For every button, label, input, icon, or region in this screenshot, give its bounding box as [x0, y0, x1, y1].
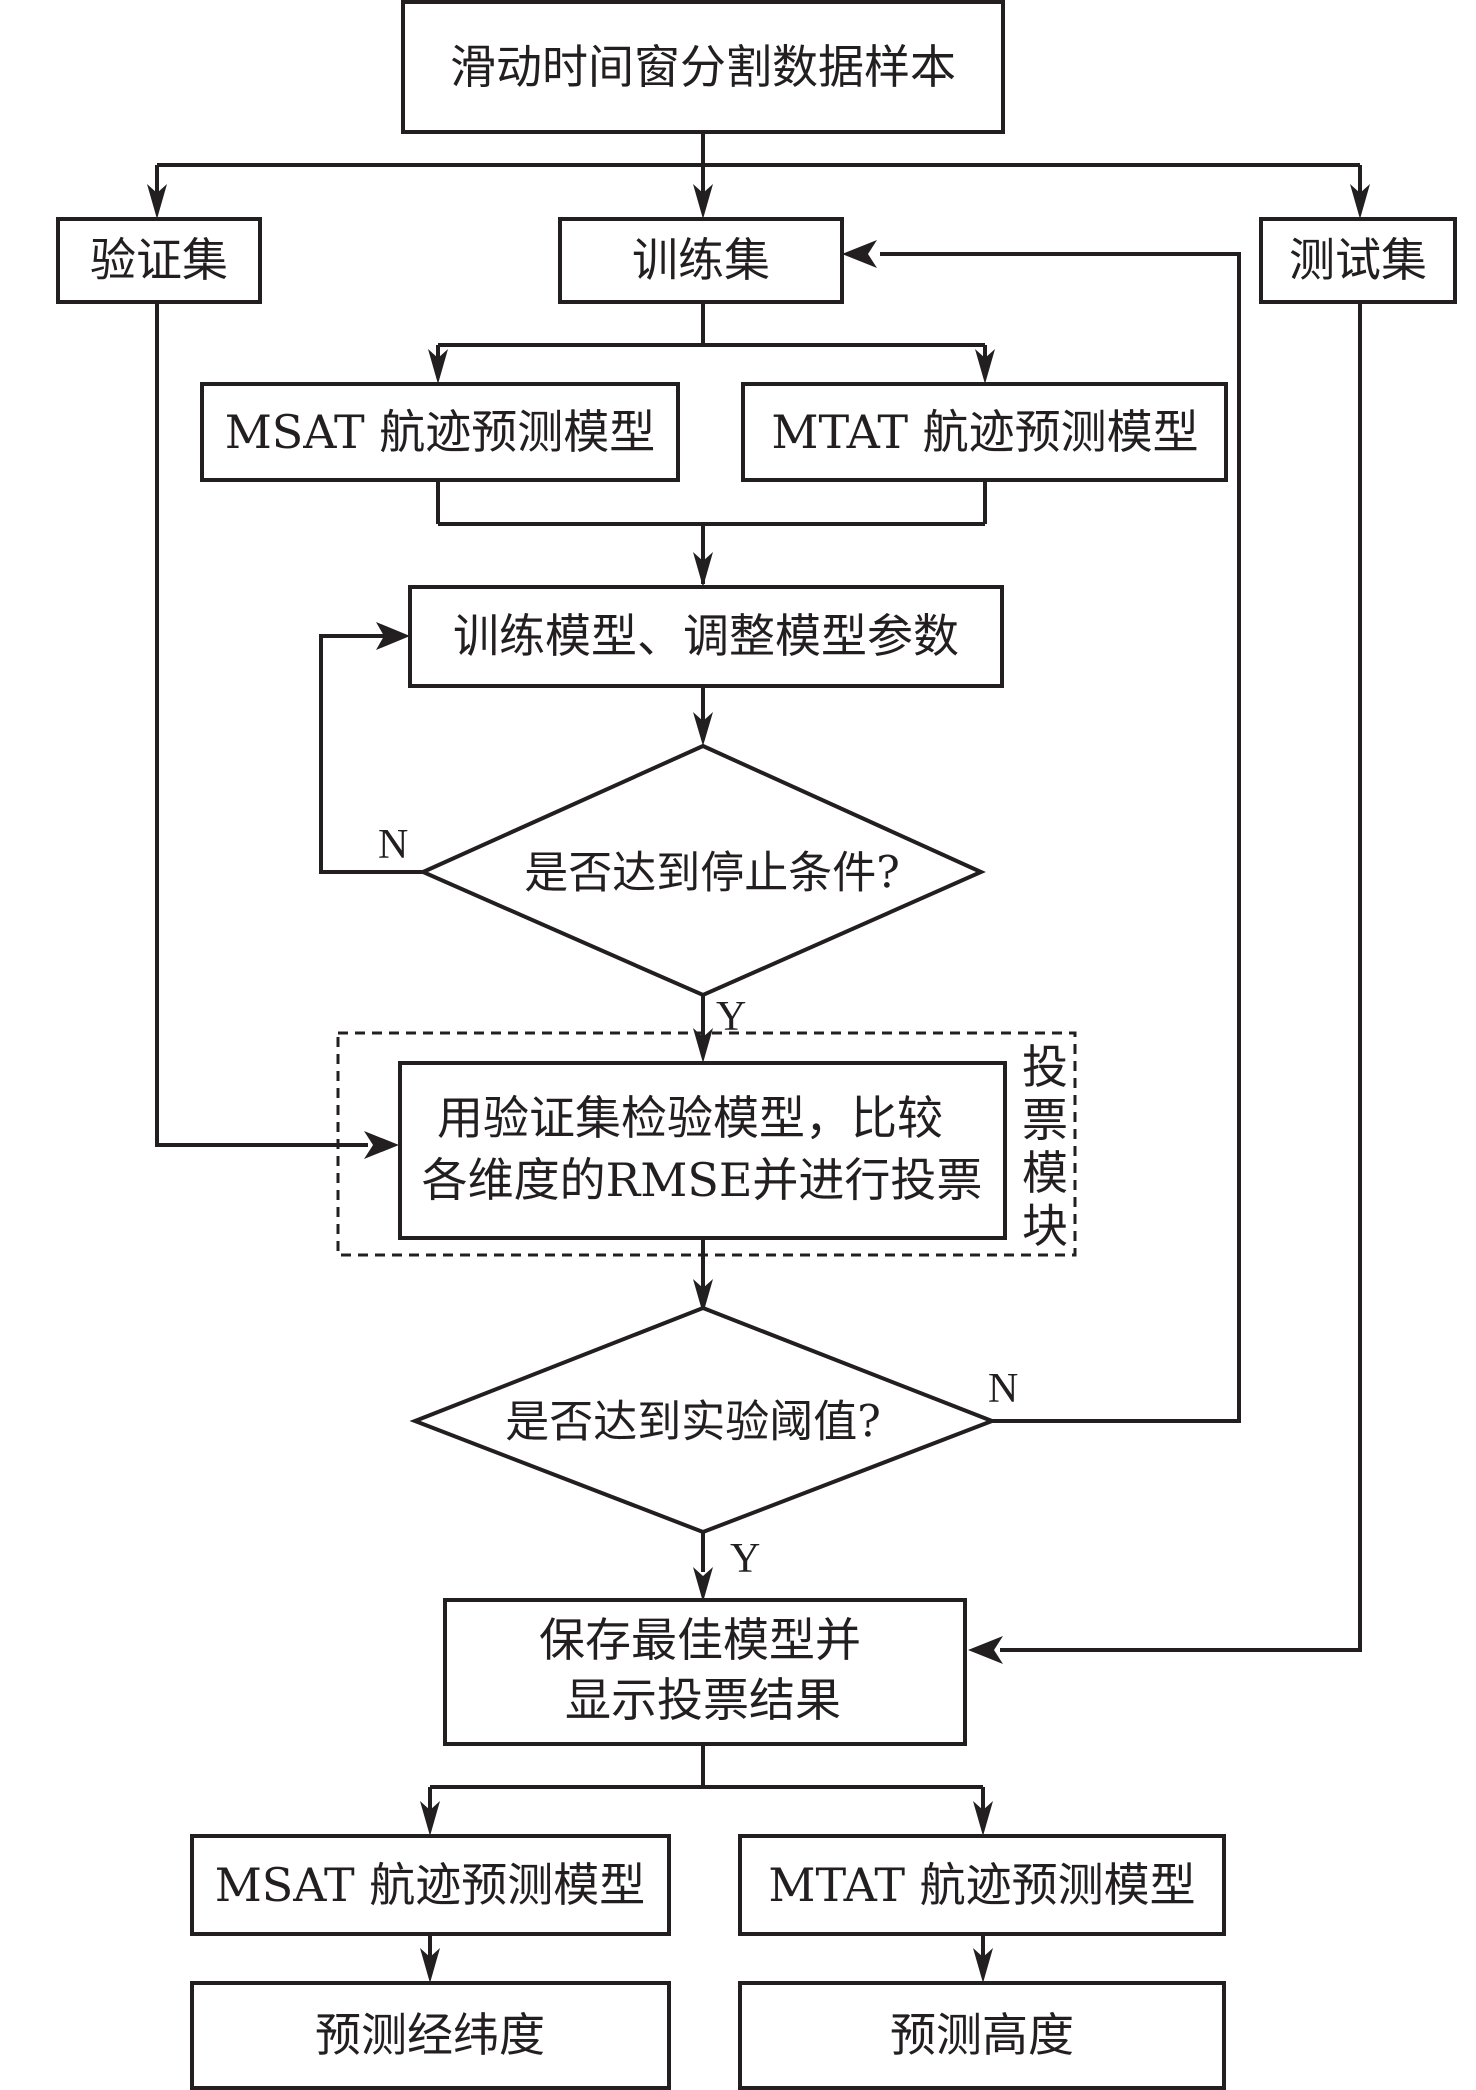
decision-threshold-yes-label: Y	[730, 1536, 760, 1582]
voting-module-region: 投 票 模 块	[336, 1031, 1077, 1257]
node-test-set-label: 测试集	[1289, 233, 1427, 287]
connector-validation-to-validate	[155, 302, 368, 1147]
node-validation-set-label: 验证集	[90, 233, 228, 287]
node-training-set-label: 训练集	[632, 233, 770, 287]
node-decision-stop-label: 是否达到停止条件?	[524, 848, 900, 899]
node-validate-vote: 用验证集检验模型，比较 各维度的RMSE并进行投票	[398, 1061, 1007, 1240]
connector-test-to-save	[1000, 302, 1362, 1652]
node-save-line1: 保存最佳模型并	[539, 1613, 861, 1667]
decision-threshold-no-label: N	[988, 1366, 1018, 1412]
connector-no-loop-threshold	[880, 252, 1241, 1423]
node-msat-model-top-label: MSAT 航迹预测模型	[225, 405, 656, 459]
arrowhead-decision-stop	[693, 712, 713, 746]
node-predict-latlon-label: 预测经纬度	[315, 2008, 545, 2062]
node-mtat-model-top-label: MTAT 航迹预测模型	[771, 405, 1198, 459]
node-mtat-model-top: MTAT 航迹预测模型	[741, 382, 1228, 482]
arrowhead-save-top	[693, 1567, 713, 1602]
node-decision-threshold: 是否达到实验阈值?	[409, 1305, 998, 1535]
voting-module-char-3: 模	[1022, 1146, 1068, 1200]
node-validate-vote-line1: 用验证集检验模型，比较	[437, 1091, 943, 1145]
arrowhead-train-tune-loop	[376, 622, 410, 650]
arrowhead-msat-top	[428, 349, 448, 384]
arrowhead-training	[693, 184, 713, 219]
voting-module-char-4: 块	[1022, 1199, 1068, 1253]
arrowheads	[147, 184, 1370, 1983]
arrowhead-validation	[147, 184, 167, 219]
connector-no-loop-stop	[319, 634, 423, 874]
node-start-label: 滑动时间窗分割数据样本	[450, 40, 956, 94]
node-train-tune: 训练模型、调整模型参数	[408, 585, 1004, 688]
arrowhead-mtat-bottom	[973, 1801, 993, 1836]
node-test-set: 测试集	[1259, 217, 1457, 304]
voting-module-char-2: 票	[1022, 1093, 1068, 1147]
voting-module-char-1: 投	[1022, 1040, 1068, 1094]
node-decision-threshold-label: 是否达到实验阈值?	[505, 1397, 881, 1448]
node-msat-model-top: MSAT 航迹预测模型	[200, 382, 680, 482]
node-decision-stop: 是否达到停止条件?	[418, 743, 986, 998]
arrowhead-validate-top	[693, 1028, 713, 1063]
decision-stop-no-label: N	[378, 822, 408, 868]
node-msat-model-bottom-label: MSAT 航迹预测模型	[215, 1858, 646, 1912]
arrowhead-validate-left	[364, 1131, 399, 1159]
arrowhead-test	[1350, 184, 1370, 219]
arrowhead-save-right	[968, 1636, 1003, 1664]
arrowhead-latlon	[420, 1948, 440, 1983]
node-mtat-model-bottom: MTAT 航迹预测模型	[738, 1834, 1226, 1936]
arrowhead-threshold-top	[693, 1279, 713, 1314]
node-training-set: 训练集	[558, 217, 844, 304]
node-save-line2: 显示投票结果	[565, 1673, 841, 1727]
arrowhead-msat-bottom	[420, 1801, 440, 1836]
arrowhead-mtat-top	[975, 349, 995, 384]
node-predict-latlon: 预测经纬度	[190, 1981, 671, 2090]
node-save-best-model: 保存最佳模型并 显示投票结果	[443, 1598, 967, 1746]
node-predict-altitude: 预测高度	[738, 1981, 1226, 2090]
node-start: 滑动时间窗分割数据样本	[401, 0, 1005, 134]
node-train-tune-label: 训练模型、调整模型参数	[453, 609, 959, 663]
node-mtat-model-bottom-label: MTAT 航迹预测模型	[768, 1858, 1195, 1912]
arrowhead-train-tune	[693, 552, 713, 587]
node-predict-altitude-label: 预测高度	[890, 2008, 1074, 2062]
arrowhead-altitude	[973, 1948, 993, 1983]
arrowhead-training-feedback	[842, 240, 877, 268]
node-validate-vote-line2: 各维度的RMSE并进行投票	[422, 1153, 983, 1207]
node-msat-model-bottom: MSAT 航迹预测模型	[190, 1834, 671, 1936]
node-validation-set: 验证集	[56, 217, 262, 304]
